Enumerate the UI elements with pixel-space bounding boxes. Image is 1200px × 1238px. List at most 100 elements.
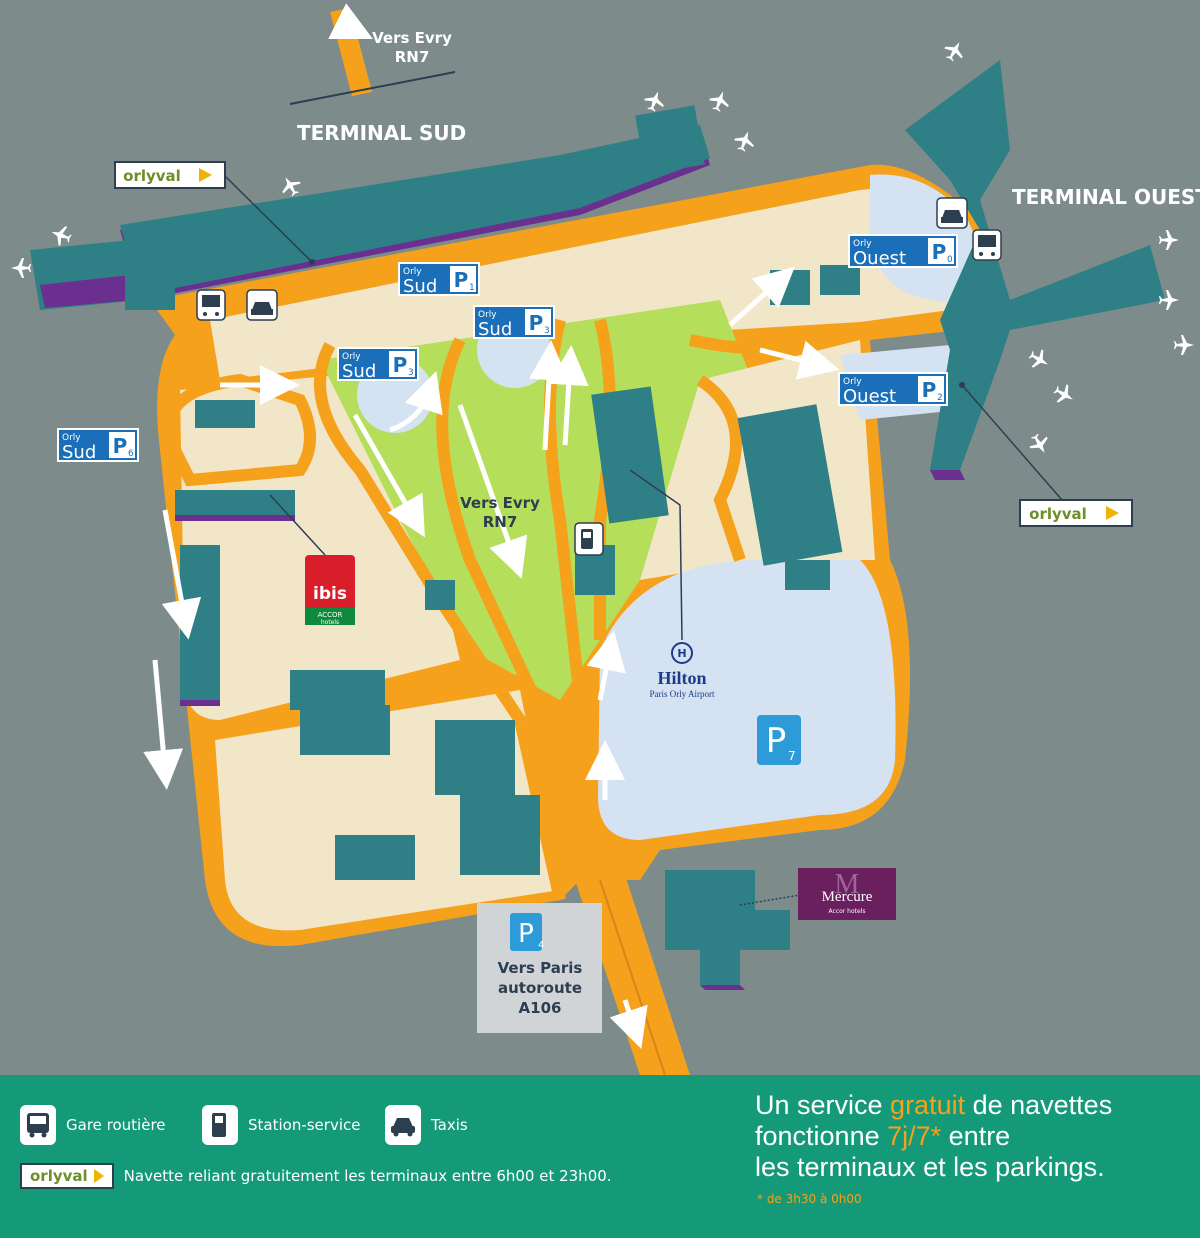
direction-bottom-line3: A106 bbox=[519, 999, 562, 1017]
promo-line3: les terminaux et les parkings. bbox=[755, 1152, 1105, 1182]
parking-sign-top: Orly bbox=[342, 352, 361, 362]
parking-sign-p-box bbox=[109, 432, 135, 458]
parking-sign-letter: P bbox=[529, 311, 544, 335]
orlyval-sud-label: orlyval bbox=[123, 167, 181, 185]
direction-center-line1: Vers Evry bbox=[460, 494, 540, 512]
orlyval-legend-label: orlyval bbox=[30, 1167, 88, 1185]
parking-sign-num: 0 bbox=[947, 255, 953, 265]
bus-icon-ouest bbox=[972, 229, 1002, 261]
svg-text:H: H bbox=[677, 647, 686, 660]
parking-sign-top: Orly bbox=[478, 310, 497, 320]
direction-bottom-line2: autoroute bbox=[498, 979, 582, 997]
bus-icon bbox=[20, 1105, 56, 1145]
promo-p2c: entre bbox=[941, 1121, 1011, 1151]
legend-orlyval-text: Navette reliant gratuitement les termina… bbox=[123, 1167, 612, 1185]
terminal-ouest-building bbox=[905, 60, 1165, 480]
direction-center-line2: RN7 bbox=[483, 513, 518, 531]
terminal-sud-building bbox=[30, 105, 710, 310]
svg-text:M: M bbox=[835, 869, 860, 900]
parking-sign-name: Ouest bbox=[853, 248, 906, 269]
ibis-sub: ACCOR bbox=[318, 611, 343, 619]
parking-sign-name: Sud bbox=[478, 319, 512, 340]
promo-p1a: Un service bbox=[755, 1090, 891, 1120]
legend-orlyval: orlyval Navette reliant gratuitement les… bbox=[20, 1163, 612, 1189]
legend-panel: Gare routière Station-service Taxis orly… bbox=[0, 1075, 1200, 1238]
parking-sign-name: Sud bbox=[62, 442, 96, 463]
parking-sign-top: Orly bbox=[62, 433, 81, 443]
promo-note: * de 3h30 à 0h00 bbox=[757, 1192, 862, 1206]
parking-sign-letter: P bbox=[454, 268, 469, 292]
parking-sign-top: Orly bbox=[843, 377, 862, 387]
road-north-line bbox=[289, 71, 456, 105]
parking-sign-num: 3 bbox=[408, 368, 414, 378]
parking-sign-letter: P bbox=[932, 240, 947, 264]
terminal-sud-label: TERMINAL SUD bbox=[297, 121, 466, 145]
legend-fuel-label: Station-service bbox=[248, 1116, 361, 1134]
parking-sign-letter: P bbox=[393, 353, 408, 377]
p7-num: 7 bbox=[788, 749, 796, 763]
parking-sign-name: Sud bbox=[403, 276, 437, 297]
fuel-icon bbox=[574, 522, 604, 556]
legend-fuel: Station-service bbox=[202, 1105, 360, 1145]
legend-taxi-label: Taxis bbox=[431, 1116, 468, 1134]
shuttle-arrows bbox=[143, 3, 840, 1049]
orlyval-badge-ouest: orlyval bbox=[959, 382, 1133, 527]
taxi-icon bbox=[385, 1105, 421, 1145]
ibis-sub2: hotels bbox=[321, 619, 339, 626]
parking-sign-num: 2 bbox=[937, 393, 943, 403]
parking-sign-num: 3 bbox=[544, 326, 550, 336]
hilton-logo: H Hilton Paris Orly Airport bbox=[629, 469, 715, 699]
orlyval-badge-sud: orlyval bbox=[114, 161, 315, 265]
legend-taxi: Taxis bbox=[385, 1105, 468, 1145]
parking-p4-area: P 4 Vers Paris autoroute A106 bbox=[477, 903, 602, 1033]
hilton-name: Hilton bbox=[657, 668, 706, 688]
p7-letter: P bbox=[766, 721, 787, 761]
parking-sign-letter: P bbox=[922, 378, 937, 402]
terminal-ouest-label: TERMINAL OUEST bbox=[1012, 185, 1200, 209]
parking-sign-letter: P bbox=[113, 434, 128, 458]
taxi-icon-ouest bbox=[936, 197, 968, 229]
fuel-icon bbox=[202, 1105, 238, 1145]
parking-sign-name: Sud bbox=[342, 361, 376, 382]
parking-lot-p7 bbox=[598, 560, 896, 840]
airport-map: TERMINAL SUD TERMINAL OUEST Vers Evry RN… bbox=[11, 3, 1200, 1075]
parking-sign-top: Orly bbox=[403, 267, 422, 277]
buildings bbox=[175, 265, 860, 990]
parking-sign-top: Orly bbox=[853, 239, 872, 249]
direction-top-line1: Vers Evry bbox=[372, 29, 452, 47]
highway-divider bbox=[599, 879, 666, 1075]
promo-line2: fonctionne 7j/7* entre bbox=[755, 1121, 1195, 1152]
promo-p1c: de navettes bbox=[965, 1090, 1113, 1120]
parking-sign-num: 1 bbox=[469, 283, 475, 293]
ground-north bbox=[210, 188, 978, 380]
taxi-icon-sud bbox=[246, 289, 278, 321]
bus-icon-sud bbox=[196, 289, 226, 321]
parking-sign-p-box bbox=[450, 266, 476, 292]
parking-sign-num: 6 bbox=[128, 449, 134, 459]
parking-sign-p-box bbox=[928, 238, 954, 264]
parking-sign-name: Ouest bbox=[843, 386, 896, 407]
direction-bottom-line1: Vers Paris bbox=[498, 959, 583, 977]
promo-p1b: gratuit bbox=[890, 1090, 966, 1120]
orlyval-triangle-icon bbox=[93, 1169, 104, 1183]
promo-p2b: 7j/7* bbox=[887, 1121, 942, 1151]
ibis-name: ibis bbox=[313, 584, 347, 604]
parking-sign-p-box bbox=[918, 376, 944, 402]
p4-num: 4 bbox=[538, 940, 544, 951]
orlyval-legend-badge: orlyval bbox=[20, 1163, 114, 1189]
ibis-logo: ibis ACCOR hotels bbox=[269, 494, 355, 626]
orlyval-ouest-label: orlyval bbox=[1029, 505, 1087, 523]
promo-line1: Un service gratuit de navettes bbox=[755, 1090, 1195, 1121]
parking-sign-p-box bbox=[525, 309, 551, 335]
legend-bus: Gare routière bbox=[20, 1105, 166, 1145]
parking-sign-p-box bbox=[389, 351, 415, 377]
promo-p2a: fonctionne bbox=[755, 1121, 888, 1151]
mercure-name: Mercure bbox=[822, 889, 873, 905]
